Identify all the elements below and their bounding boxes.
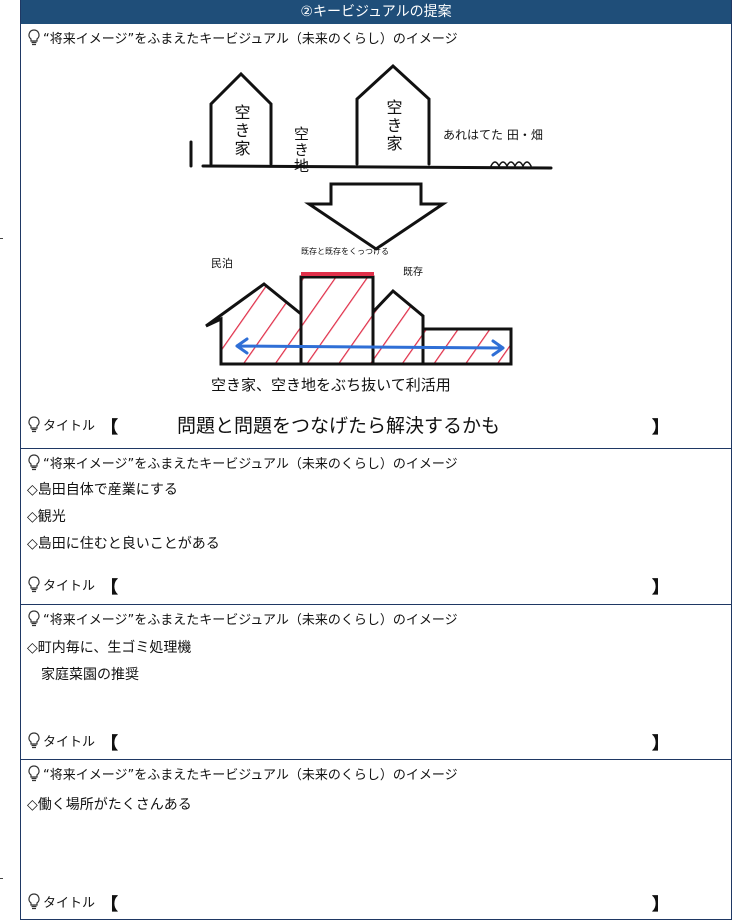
lightbulb-icon xyxy=(27,610,41,631)
sketch-caption: 空き家、空き地をぶち抜いて利活用 xyxy=(211,376,451,394)
key-visual-section-3: “将来イメージ”をふまえたキービジュアル（未来のくらし）のイメージ ◇町内毎に、… xyxy=(21,604,731,759)
prompt-text: “将来イメージ”をふまえたキービジュアル（未来のくらし）のイメージ xyxy=(43,32,458,47)
idea-item: 家庭菜園の推奨 xyxy=(41,667,139,683)
bracket-close: 】 xyxy=(652,895,669,915)
sketch-label-fields: あれはてた 田・畑 xyxy=(443,128,543,142)
down-arrow-icon xyxy=(304,182,448,251)
lightbulb-icon xyxy=(27,29,41,50)
bracket-close: 】 xyxy=(652,578,669,598)
sketch-note-existing: 既存 xyxy=(403,265,423,278)
bracket-open: 【 xyxy=(101,418,118,438)
bracket-close: 】 xyxy=(652,418,669,438)
title-label: タイトル xyxy=(27,415,95,437)
key-visual-section-2: “将来イメージ”をふまえたキービジュアル（未来のくらし）のイメージ ◇島田自体で… xyxy=(21,448,731,604)
abandoned-houses-drawing xyxy=(189,63,553,170)
lightbulb-icon xyxy=(27,732,41,753)
lightbulb-icon xyxy=(27,765,41,786)
connect-arrow xyxy=(235,337,505,357)
idea-item: ◇島田自体で産業にする xyxy=(27,482,178,498)
proposal-sheet: ②キービジュアルの提案 “将来イメージ”をふまえたキービジュアル（未来のくらし）… xyxy=(20,0,732,920)
title-label: タイトル xyxy=(27,575,95,597)
idea-item: ◇島田に住むと良いことがある xyxy=(27,536,220,552)
renovated-buildings-drawing xyxy=(205,275,513,366)
prompt-text: “将来イメージ”をふまえたキービジュアル（未来のくらし）のイメージ xyxy=(43,457,458,472)
lightbulb-icon xyxy=(27,416,41,437)
prompt-row: “将来イメージ”をふまえたキービジュアル（未来のくらし）のイメージ xyxy=(27,453,458,475)
title-label: タイトル xyxy=(27,892,95,914)
lightbulb-icon xyxy=(27,893,41,914)
sketch-note-minpaku: 民泊 xyxy=(211,257,233,270)
title-value[interactable]: 問題と問題をつなげたら解決するかも xyxy=(177,415,501,437)
title-label: タイトル xyxy=(27,731,95,753)
sketch-label-empty-lot: 空き地 xyxy=(292,126,310,174)
idea-list: ◇町内毎に、生ゴミ処理機 家庭菜園の推奨 xyxy=(27,635,191,689)
idea-item: ◇働く場所がたくさんある xyxy=(27,797,192,813)
bracket-open: 【 xyxy=(101,895,118,915)
idea-list: ◇働く場所がたくさんある xyxy=(27,792,192,819)
bracket-close: 】 xyxy=(652,734,669,754)
idea-item: ◇観光 xyxy=(27,509,66,525)
lightbulb-icon xyxy=(27,576,41,597)
lightbulb-icon xyxy=(27,454,41,475)
sketch-label-empty-house-1: 空き家 xyxy=(232,104,251,158)
key-visual-section-4: “将来イメージ”をふまえたキービジュアル（未来のくらし）のイメージ ◇働く場所が… xyxy=(21,759,731,919)
bracket-open: 【 xyxy=(101,734,118,754)
idea-item: ◇町内毎に、生ゴミ処理機 xyxy=(27,640,192,656)
key-visual-section-1: “将来イメージ”をふまえたキービジュアル（未来のくらし）のイメージ 空き家 空き… xyxy=(21,24,731,448)
sketch-note-connect: 既存と既存をくっつける xyxy=(301,246,389,256)
sketch-label-empty-house-2: 空き家 xyxy=(384,99,403,153)
prompt-row: “将来イメージ”をふまえたキービジュアル（未来のくらし）のイメージ xyxy=(27,28,458,50)
idea-list: ◇島田自体で産業にする ◇観光 ◇島田に住むと良いことがある xyxy=(27,477,220,558)
prompt-row: “将来イメージ”をふまえたキービジュアル（未来のくらし）のイメージ xyxy=(27,764,458,786)
bracket-open: 【 xyxy=(101,578,118,598)
prompt-row: “将来イメージ”をふまえたキービジュアル（未来のくらし）のイメージ xyxy=(27,609,458,631)
prompt-text: “将来イメージ”をふまえたキービジュアル（未来のくらし）のイメージ xyxy=(43,613,458,628)
key-visual-sketch: 空き家 空き地 空き家 あれはてた 田・畑 民泊 既存と既存をくっつける xyxy=(189,63,553,394)
prompt-text: “将来イメージ”をふまえたキービジュアル（未来のくらし）のイメージ xyxy=(43,768,458,783)
section-header: ②キービジュアルの提案 xyxy=(21,0,731,24)
